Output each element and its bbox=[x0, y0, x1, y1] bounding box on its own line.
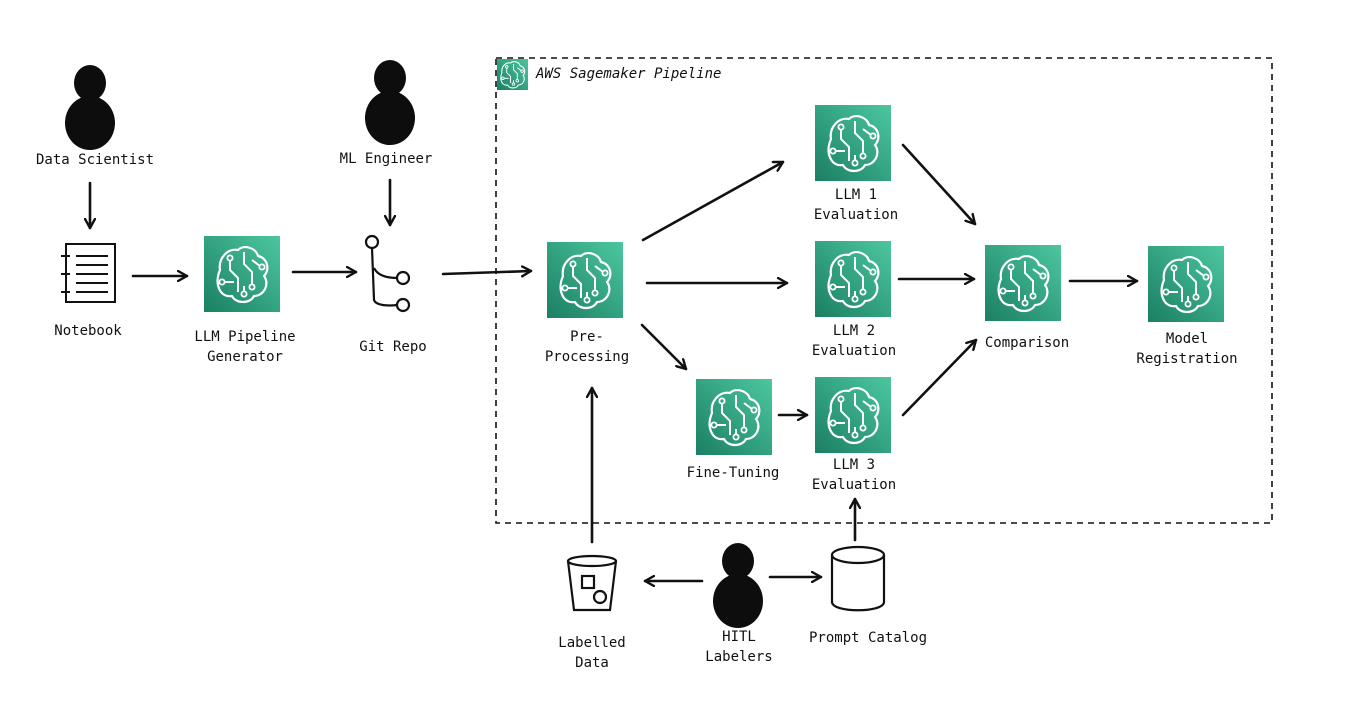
git-repo-label: Git Repo bbox=[359, 339, 427, 355]
labelled-data-icon bbox=[566, 554, 618, 612]
llm2-label-line1: LLM 2 bbox=[832, 323, 876, 339]
hitl-labelers-icon bbox=[713, 543, 763, 628]
ml-engineer-icon bbox=[365, 60, 415, 145]
pipeline-title: AWS Sagemaker Pipeline bbox=[536, 66, 722, 82]
labelled-label-line1: Labelled bbox=[558, 635, 626, 651]
git-repo-icon bbox=[364, 234, 411, 313]
generator-label-line1: LLM Pipeline bbox=[194, 329, 296, 345]
labelled-label-line2: Data bbox=[575, 655, 609, 671]
llm2-evaluation-label: LLM 2 Evaluation bbox=[812, 321, 896, 361]
pipeline-frame-icon bbox=[497, 59, 528, 90]
llm1-evaluation-icon bbox=[815, 105, 891, 181]
prompt-catalog-label: Prompt Catalog bbox=[808, 630, 928, 646]
fine-tuning-label: Fine-Tuning bbox=[686, 465, 780, 481]
registration-label-line2: Registration bbox=[1136, 351, 1238, 367]
llm1-evaluation-label: LLM 1 Evaluation bbox=[814, 185, 898, 225]
arrow-pre-finetune bbox=[640, 323, 688, 371]
notebook-icon bbox=[61, 243, 116, 303]
hitl-label-line1: HITL bbox=[722, 629, 756, 645]
fine-tuning-icon bbox=[696, 379, 772, 455]
prompt-catalog-icon bbox=[830, 545, 886, 612]
ml-engineer-label: ML Engineer bbox=[339, 151, 433, 167]
notebook-label: Notebook bbox=[54, 323, 122, 339]
llm-pipeline-generator-icon bbox=[204, 236, 280, 312]
model-registration-label: Model Registration bbox=[1136, 329, 1237, 369]
llm1-label-line2: Evaluation bbox=[813, 207, 899, 223]
llm2-label-line2: Evaluation bbox=[811, 343, 897, 359]
model-registration-icon bbox=[1148, 246, 1224, 322]
preprocessing-label-line1: Pre- bbox=[570, 329, 604, 345]
data-scientist-label: Data Scientist bbox=[35, 152, 155, 168]
registration-label-line1: Model bbox=[1165, 331, 1209, 347]
comparison-label: Comparison bbox=[984, 335, 1070, 351]
llm3-label-line2: Evaluation bbox=[811, 477, 897, 493]
llm3-evaluation-icon bbox=[815, 377, 891, 453]
comparison-icon bbox=[985, 245, 1061, 321]
hitl-labelers-label: HITL Labelers bbox=[705, 627, 772, 667]
llm1-label-line1: LLM 1 bbox=[834, 187, 878, 203]
llm-pipeline-generator-label: LLM Pipeline Generator bbox=[194, 327, 295, 367]
preprocessing-label: Pre- Processing bbox=[545, 327, 629, 367]
labelled-data-label: Labelled Data bbox=[558, 633, 625, 673]
arrow-llm1-comparison bbox=[901, 143, 977, 226]
preprocessing-icon bbox=[547, 242, 623, 318]
llm3-evaluation-label: LLM 3 Evaluation bbox=[812, 455, 896, 495]
arrow-pre-llm1 bbox=[641, 160, 785, 242]
llm3-label-line1: LLM 3 bbox=[832, 457, 876, 473]
preprocessing-label-line2: Processing bbox=[544, 349, 630, 365]
arrow-llm3-comparison bbox=[901, 338, 978, 417]
pipeline-frame bbox=[495, 57, 1273, 524]
arrow-repo-preprocessing bbox=[441, 271, 533, 274]
llm2-evaluation-icon bbox=[815, 241, 891, 317]
generator-label-line2: Generator bbox=[207, 349, 283, 365]
hitl-label-line2: Labelers bbox=[705, 649, 773, 665]
data-scientist-icon bbox=[65, 65, 115, 150]
